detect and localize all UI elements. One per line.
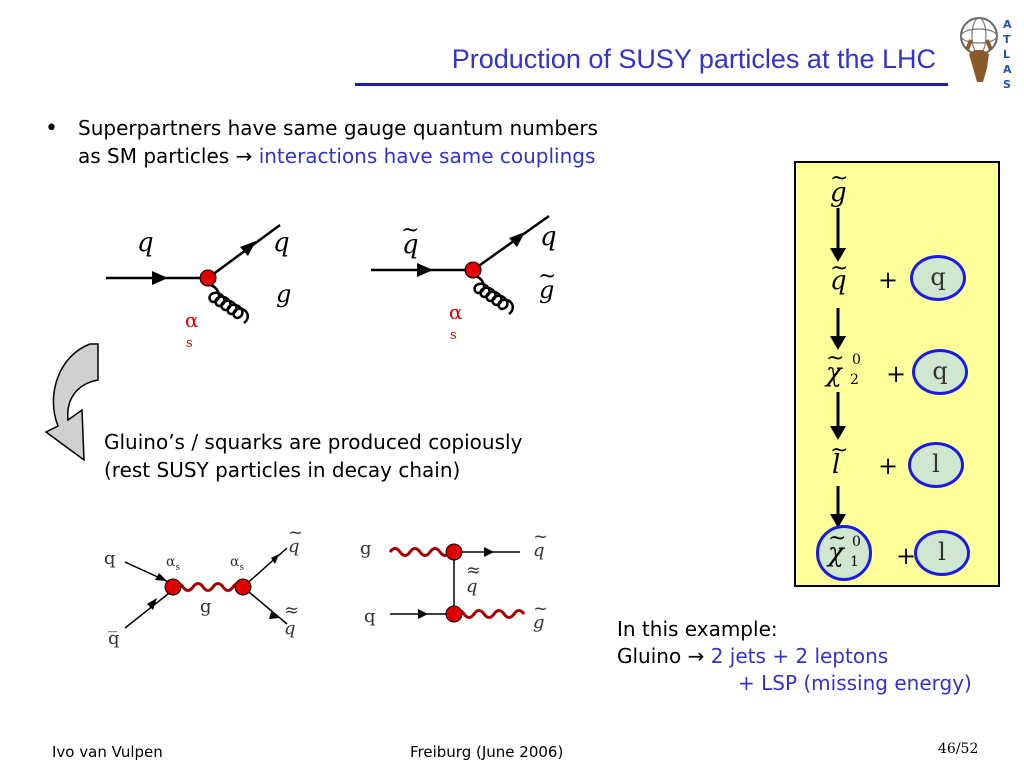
chain-gluino: g: [830, 178, 847, 208]
svg-text:A: A: [1003, 63, 1012, 76]
footer-author: Ivo van Vulpen: [52, 743, 163, 761]
example-line-2-prefix: Gluino: [617, 644, 682, 668]
feynman-diagram-s-channel: [124, 547, 288, 629]
decay-arrows: [830, 208, 846, 528]
tilde-mark: ~: [828, 526, 847, 551]
production-note: Gluino’s / squarks are produced copiousl…: [104, 428, 522, 484]
overline-mark: _: [108, 612, 117, 633]
chain-neutralino1-sub: 1: [850, 554, 859, 570]
product-circle-3: l: [908, 442, 964, 488]
tilde-mark: ~: [533, 526, 549, 547]
vertex1-coupling-sub: s: [186, 336, 193, 351]
vertex1-coupling: α: [185, 308, 199, 332]
product-circle-4: l: [914, 530, 970, 576]
chain-squark: q: [830, 266, 847, 296]
bullet-line-2: as SM particles → interactions have same…: [78, 142, 598, 170]
product-circle-1: q: [910, 255, 966, 301]
vertex2-coupling: α: [449, 300, 463, 324]
example-text: In this example: Gluino → 2 jets + 2 lep…: [617, 616, 972, 697]
t-channel-mid: q: [466, 576, 478, 597]
example-highlight-2: + LSP (missing energy): [738, 671, 972, 695]
tilde-mark: ~: [830, 438, 849, 463]
vertex2-in-label: q: [402, 230, 419, 260]
footer-page-number: 46/52: [938, 741, 979, 757]
tilde-mark: ~: [533, 598, 549, 619]
svg-text:S: S: [1003, 78, 1011, 88]
chain-neutralino2-sub: 2: [850, 372, 859, 388]
tilde-mark: ~: [538, 264, 557, 289]
chain-slepton: l: [832, 450, 841, 480]
chain-plus-3: +: [878, 452, 899, 480]
chain-neutralino1-sup: 0: [852, 534, 861, 550]
tilde-mark: ~: [288, 522, 304, 543]
bullet-marker: •: [45, 116, 58, 141]
chain-plus-1: +: [878, 266, 899, 294]
example-line-1: In this example:: [617, 617, 778, 641]
s-channel-out-bottom: q: [284, 618, 296, 639]
s-channel-coupling-right: αs: [230, 554, 245, 573]
note-line-1: Gluino’s / squarks are produced copiousl…: [104, 430, 523, 454]
t-channel-in-bottom: q: [364, 606, 376, 627]
arrow-icon: →: [235, 144, 253, 168]
tilde-mark: ~: [830, 256, 849, 281]
example-highlight-1: 2 jets + 2 leptons: [710, 644, 889, 668]
chain-plus-4: +: [896, 542, 917, 570]
vertex2-out-top-label: q: [540, 222, 557, 252]
tilde-mark: ~: [830, 166, 849, 191]
bullet-line-1: Superpartners have same gauge quantum nu…: [78, 116, 598, 140]
vertex2-out-bottom-label: g: [539, 276, 555, 304]
vertex1-out-top-label: q: [273, 228, 290, 258]
t-channel-out-bottom: g: [533, 612, 545, 633]
vertex-diagram-quark: [106, 223, 281, 324]
footer-event: Freiburg (June 2006): [410, 743, 564, 761]
feynman-diagram-t-channel: [388, 543, 526, 623]
tilde-mark: ≈: [284, 600, 300, 621]
bullet-highlight: interactions have same couplings: [258, 144, 596, 168]
bullet-text: Superpartners have same gauge quantum nu…: [78, 114, 598, 170]
vertex1-out-bottom-label: g: [276, 280, 292, 308]
svg-text:L: L: [1003, 48, 1010, 61]
example-line-2: Gluino → 2 jets + 2 leptons: [617, 643, 972, 670]
t-channel-in-top: g: [360, 538, 372, 559]
vertex2-coupling-sub: s: [450, 328, 457, 343]
svg-text:A: A: [1003, 18, 1012, 31]
t-channel-out-top: q: [533, 540, 545, 561]
s-channel-coupling-left: αs: [166, 554, 181, 573]
chain-neutralino2: χ: [826, 358, 842, 388]
note-line-2: (rest SUSY particles in decay chain): [104, 458, 461, 482]
atlas-logo-icon: A T L A S: [960, 17, 1012, 88]
chain-neutralino1: χ: [828, 538, 844, 568]
bullet-line-2-prefix: as SM particles: [78, 144, 230, 168]
s-channel-in-top: q: [104, 548, 116, 569]
chain-plus-2: +: [886, 360, 907, 388]
s-channel-mid: g: [200, 596, 212, 617]
s-channel-out-top: q: [288, 536, 300, 557]
curved-arrow-icon: [44, 343, 99, 462]
tilde-mark: ~: [401, 218, 420, 243]
chain-neutralino2-sup: 0: [852, 352, 861, 368]
lsp-circle: [816, 525, 872, 581]
vertex1-in-label: q: [137, 228, 154, 258]
example-line-3: + LSP (missing energy): [617, 670, 972, 697]
s-channel-in-bottom: q: [108, 628, 120, 649]
product-circle-2: q: [912, 349, 968, 395]
title-divider: [355, 83, 948, 86]
arrow-icon: →: [687, 644, 705, 668]
tilde-mark: ~: [826, 346, 845, 371]
svg-text:T: T: [1003, 33, 1011, 46]
vertex-diagram-squark: [371, 214, 550, 315]
page-title: Production of SUSY particles at the LHC: [451, 44, 936, 74]
tilde-mark: ≈: [466, 560, 482, 581]
